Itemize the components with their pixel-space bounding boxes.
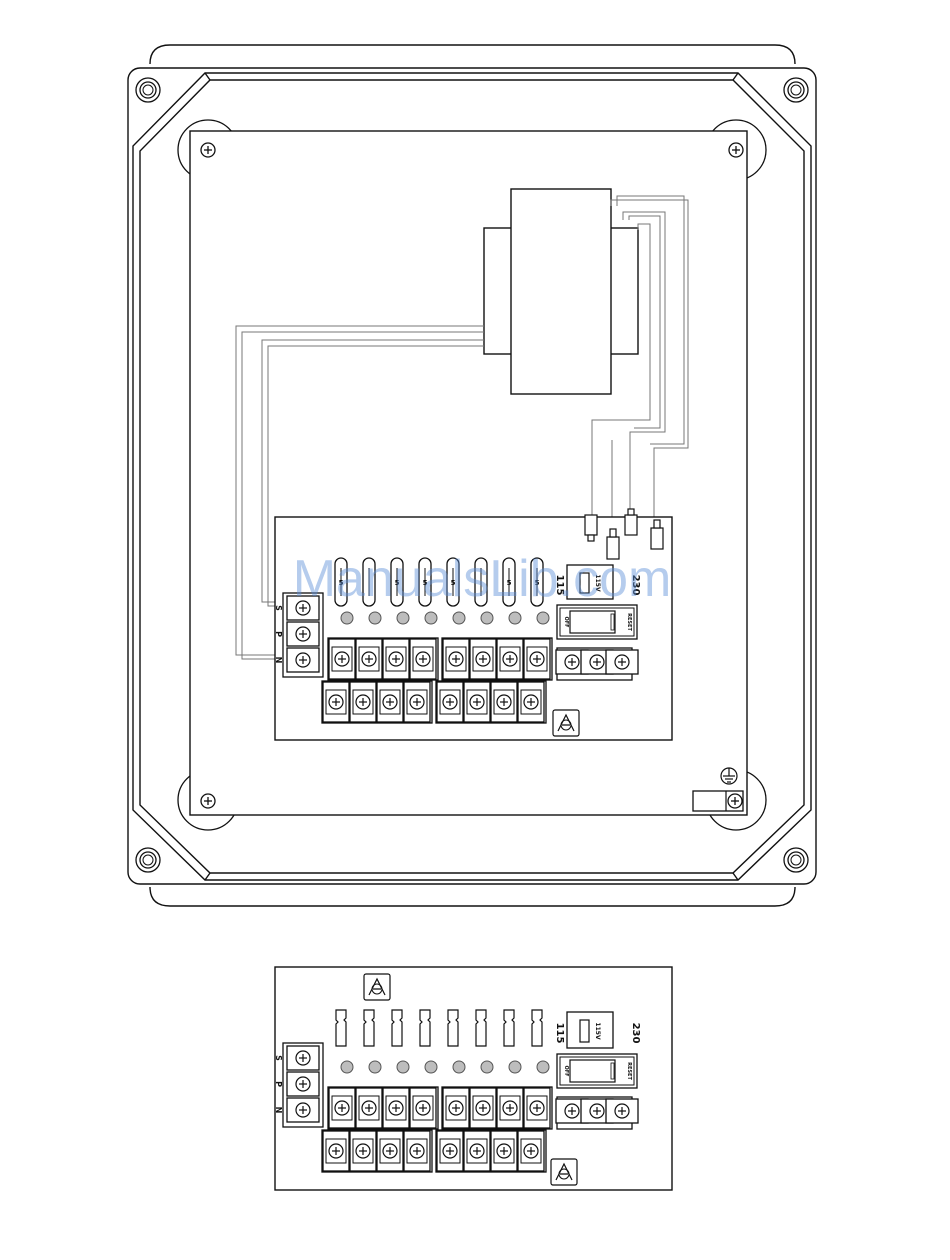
voltage-230-label: 230 <box>630 1023 641 1044</box>
terminal-screw-icon <box>356 1088 382 1128</box>
breaker-off-label: OFF <box>563 1065 569 1076</box>
fuse-clip-icon <box>504 1010 514 1046</box>
terminal-screw-icon <box>329 639 355 679</box>
brand-logo-icon <box>551 1159 577 1185</box>
terminal-label-p: P <box>274 631 283 637</box>
terminal-screw-icon <box>377 682 403 722</box>
screw-icon <box>729 143 743 157</box>
breaker-reset-label: RESET <box>626 1062 632 1080</box>
ground-symbol-icon <box>721 768 737 784</box>
mounting-hole-icon <box>784 848 808 872</box>
control-board-detail: 115V 115 230 OFF RESET S P N <box>274 967 672 1190</box>
terminal-label-s: S <box>274 1055 283 1061</box>
terminal-screw-icon <box>470 1088 496 1128</box>
terminal-screw-icon <box>404 1131 430 1171</box>
ground-lug <box>693 791 743 811</box>
terminal-screw-icon <box>518 1131 544 1171</box>
terminal-label-n: N <box>274 1107 283 1114</box>
fuse-clip-icon <box>448 1010 458 1046</box>
terminal-screw-icon <box>323 1131 349 1171</box>
circuit-breaker: OFF RESET <box>557 605 637 639</box>
fuse-clip-icon <box>392 1010 402 1046</box>
ground-terminal-block <box>556 648 638 680</box>
control-board-installed: 5 5 5 5 5 5 115V 115 230 <box>274 509 672 740</box>
terminal-screw-icon <box>524 1088 550 1128</box>
terminal-screw-icon <box>606 650 638 674</box>
terminal-screw-icon <box>383 1088 409 1128</box>
terminal-screw-icon <box>356 639 382 679</box>
terminal-screw-icon <box>464 1131 490 1171</box>
terminal-screw-icon <box>287 622 319 646</box>
terminal-screw-icon <box>491 682 517 722</box>
brand-logo-icon <box>553 710 579 736</box>
terminal-screw-icon <box>437 682 463 722</box>
terminal-screw-icon <box>383 639 409 679</box>
terminal-label-p: P <box>274 1081 283 1087</box>
terminal-screw-icon <box>410 639 436 679</box>
ground-terminal-block <box>556 1097 638 1129</box>
circuit-breaker: OFF RESET <box>557 1054 637 1088</box>
terminal-screw-icon <box>497 1088 523 1128</box>
fuse-clip-icon <box>420 1010 430 1046</box>
terminal-screw-icon <box>443 1088 469 1128</box>
mounting-hole-icon <box>784 78 808 102</box>
fuse-clip-icon <box>336 1010 346 1046</box>
voltage-115-label: 115 <box>554 1023 565 1044</box>
ground-screw-icon <box>728 794 742 808</box>
screw-icon <box>201 794 215 808</box>
terminal-screw-icon <box>377 1131 403 1171</box>
mounting-hole-icon <box>136 848 160 872</box>
mounting-hole-icon <box>136 78 160 102</box>
terminal-screw-icon <box>323 682 349 722</box>
terminal-screw-icon <box>524 639 550 679</box>
terminal-screw-icon <box>470 639 496 679</box>
fuse-clip-icon <box>364 1010 374 1046</box>
fuse-clip-icon <box>532 1010 542 1046</box>
terminal-screw-icon <box>491 1131 517 1171</box>
breaker-reset-label: RESET <box>626 613 632 631</box>
terminal-screw-icon <box>287 1046 319 1070</box>
terminal-screw-icon <box>410 1088 436 1128</box>
terminal-screw-icon <box>464 682 490 722</box>
terminal-screw-icon <box>287 1072 319 1096</box>
terminal-label-n: N <box>274 657 283 664</box>
terminal-screw-icon <box>329 1088 355 1128</box>
terminal-screw-icon <box>443 639 469 679</box>
terminal-screw-icon <box>287 648 319 672</box>
screw-icon <box>201 143 215 157</box>
terminal-screw-icon <box>518 682 544 722</box>
terminal-screw-icon <box>437 1131 463 1171</box>
breaker-off-label: OFF <box>563 616 569 627</box>
terminal-screw-icon <box>404 682 430 722</box>
terminal-label-s: S <box>274 605 283 611</box>
switch-label: 115V <box>594 1022 601 1040</box>
terminal-screw-icon <box>606 1099 638 1123</box>
terminal-screw-icon <box>350 1131 376 1171</box>
terminal-screw-icon <box>350 682 376 722</box>
watermark: ManualsLib.com <box>293 550 672 608</box>
terminal-screw-icon <box>497 639 523 679</box>
terminal-screw-icon <box>287 1098 319 1122</box>
fuse-clip-icon <box>476 1010 486 1046</box>
brand-logo-icon <box>364 974 390 1000</box>
